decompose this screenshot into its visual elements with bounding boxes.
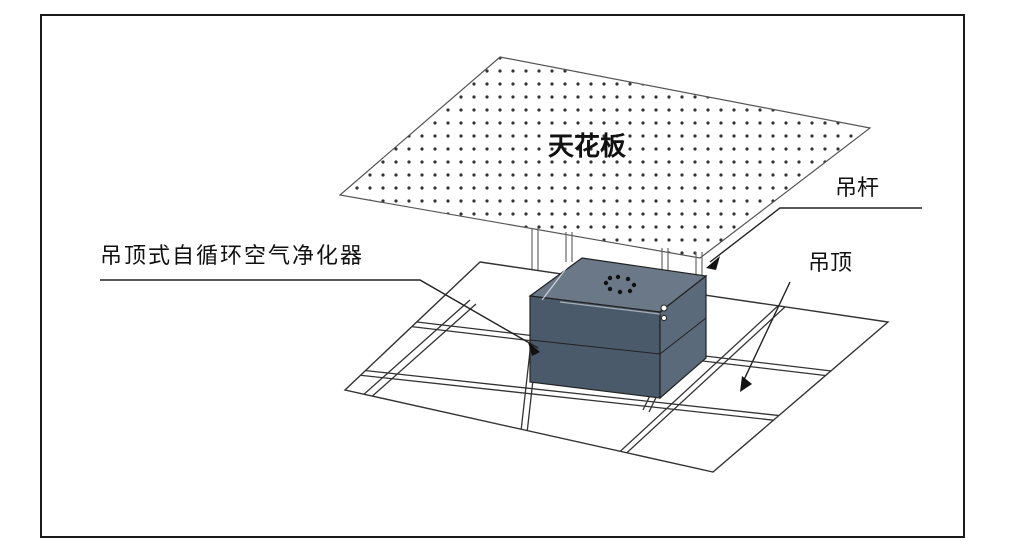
arrow-ceiling-icon — [740, 376, 752, 392]
arrowheads — [528, 256, 752, 392]
arrow-purifier-icon — [528, 342, 540, 356]
suspended-ceiling-label: 吊顶 — [808, 251, 853, 276]
ceiling-board-panel — [338, 56, 872, 259]
hanging-rod-label: 吊杆 — [835, 176, 880, 201]
leader-lines — [100, 207, 922, 385]
ceiling-board-label: 天花板 — [548, 132, 627, 162]
purifier-label: 吊顶式自循环空气净化器 — [100, 244, 365, 269]
arrow-rod-icon — [706, 256, 720, 270]
air-purifier-unit — [528, 257, 708, 400]
air-outlet-icon — [603, 274, 637, 295]
